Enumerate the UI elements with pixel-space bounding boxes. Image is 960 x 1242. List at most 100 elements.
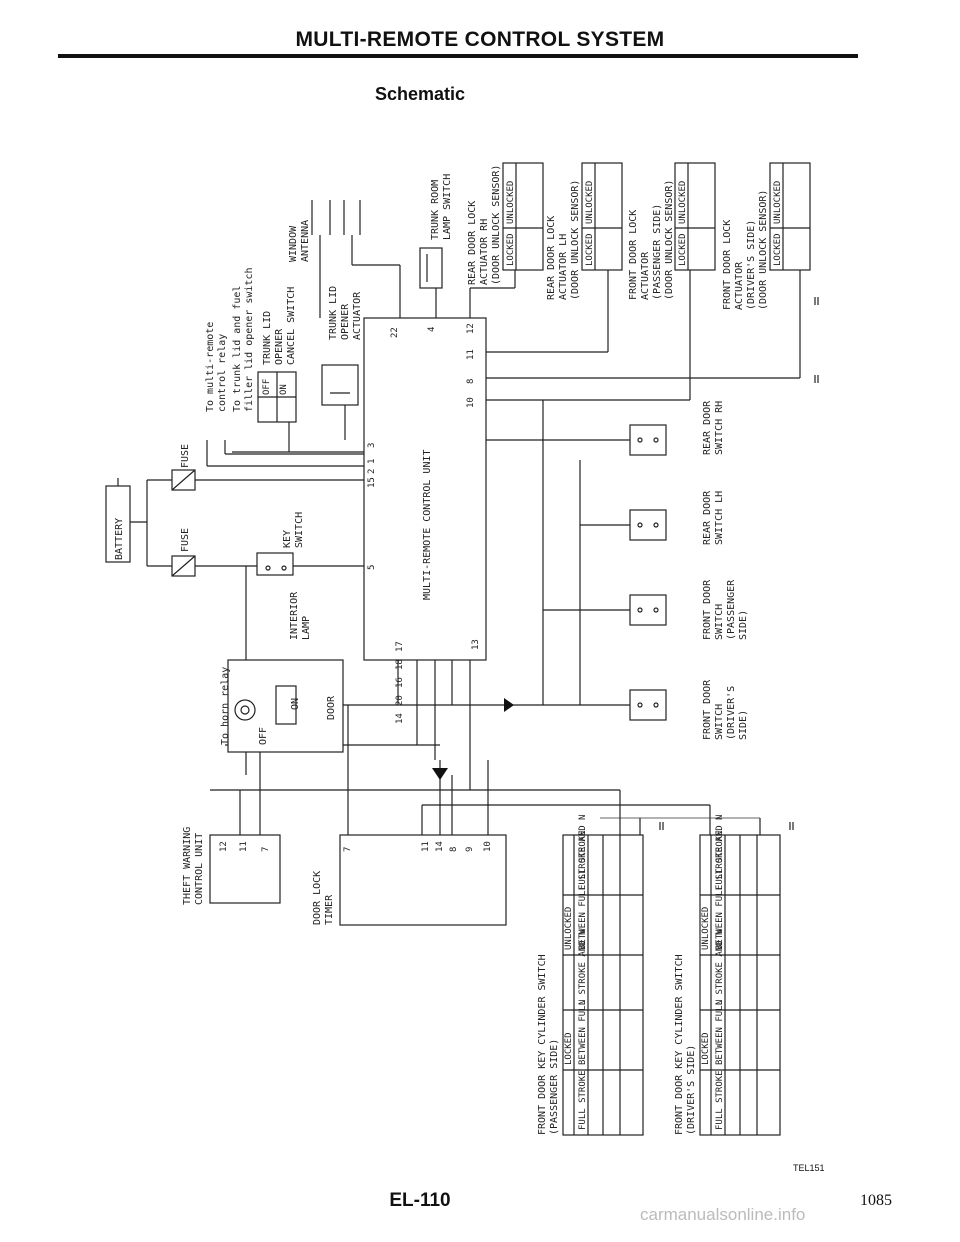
drv-cyl-locked: LOCKED <box>701 1032 711 1065</box>
drv-cylinder-switch-table <box>699 834 781 1136</box>
title-rule <box>58 54 858 58</box>
pass-cyl-col-2: BETWEEN FULL STROKE AND N <box>578 930 588 1065</box>
front-pass-unlocked: UNLOCKED <box>678 181 688 224</box>
front-drv-label-1: FRONT DOOR LOCK <box>722 220 733 310</box>
pin-14: 14 <box>395 713 405 724</box>
drv-cyl-col-3: N <box>715 1000 725 1005</box>
front-drv-actuator-sensor <box>769 162 811 271</box>
antenna-label-2: ANTENNA <box>300 220 311 262</box>
pass-cyl-col-1: FULL STROKE <box>578 1070 588 1130</box>
drv-cyl-label-1: FRONT DOOR KEY CYLINDER SWITCH <box>674 954 685 1135</box>
timer-pin-14: 14 <box>435 841 445 852</box>
timer-pin-7: 7 <box>343 847 353 852</box>
rear-lh-switch-label-1: REAR DOOR <box>702 490 713 545</box>
pin-16: 16 <box>395 677 405 688</box>
control-unit-label: MULTI-REMOTE CONTROL UNIT <box>422 449 433 600</box>
actuator-label-2: OPENER <box>340 303 351 340</box>
timer-label-2: TIMER <box>324 894 335 925</box>
timer-pin-8: 8 <box>449 847 459 852</box>
drv-cyl-unlocked: UNLOCKED <box>701 907 711 950</box>
drv-cyl-col-5: FULL STROKE <box>715 830 725 890</box>
diode-2 <box>432 768 448 780</box>
rear-lh-label-2: ACTUATOR LH <box>558 234 569 300</box>
cancel-on-label: ON <box>279 384 289 395</box>
rear-lh-locked: LOCKED <box>585 233 595 266</box>
door-lock-timer <box>339 834 507 926</box>
pin-1: 1 <box>367 459 377 464</box>
front-pass-locked: LOCKED <box>678 233 688 266</box>
rear-lh-label-1: REAR DOOR LOCK <box>546 216 557 300</box>
front-drv-switch-label-4: SIDE) <box>738 710 749 740</box>
antenna-label-1: WINDOW <box>288 225 299 262</box>
timer-label-1: DOOR LOCK <box>312 871 323 925</box>
front-drv-label-4: (DOOR UNLOCK SENSOR) <box>758 190 769 310</box>
pin-11: 11 <box>466 349 476 360</box>
pass-cyl-label-2: (PASSENGER SIDE) <box>549 1039 560 1135</box>
pass-cyl-locked: LOCKED <box>564 1032 574 1065</box>
fuse1-label: FUSE <box>180 444 191 468</box>
battery <box>105 485 131 563</box>
pin-10: 10 <box>466 397 476 408</box>
key-switch <box>256 552 294 576</box>
rear-rh-unlocked: UNLOCKED <box>506 181 516 224</box>
figure-code: TEL151 <box>793 1163 825 1173</box>
lamp-off-label: OFF <box>258 727 269 745</box>
front-pass-label-2: ACTUATOR <box>640 251 651 300</box>
rear-rh-switch-label-1: REAR DOOR <box>702 400 713 455</box>
pin-22: 22 <box>390 327 400 338</box>
fuel-switch-label-2: filler lid opener switch <box>244 268 255 413</box>
pin-13: 13 <box>471 639 481 650</box>
rear-rh-label-1: REAR DOOR LOCK <box>467 201 478 285</box>
trunk-room-lamp-switch <box>419 247 443 289</box>
front-pass-label-1: FRONT DOOR LOCK <box>628 210 639 300</box>
pass-cyl-col-4: BETWEEN FULL STROKE AND N <box>578 815 588 950</box>
theft-pin-11: 11 <box>239 841 249 852</box>
front-drv-switch-label-2: SWITCH <box>714 704 725 740</box>
cancel-off-label: OFF <box>262 379 272 395</box>
front-pass-label-3: (PASSENGER SIDE) <box>652 204 663 300</box>
front-drv-switch-label-3: (DRIVER'S <box>726 686 737 740</box>
fuse2-label: FUSE <box>180 528 191 552</box>
timer-pin-11: 11 <box>421 841 431 852</box>
timer-pin-10: 10 <box>483 841 493 852</box>
interior-lamp <box>227 659 344 753</box>
watermark: carmanualsonline.info <box>640 1205 806 1224</box>
actuator-label-3: ACTUATOR <box>352 291 363 340</box>
pass-cyl-col-3: N <box>578 1000 588 1005</box>
trunk-room-label-2: LAMP SWITCH <box>442 174 453 240</box>
rear-lh-label-3: (DOOR UNLOCK SENSOR) <box>570 180 581 300</box>
fuse-2 <box>171 555 196 577</box>
battery-label: BATTERY <box>114 518 125 560</box>
fuse-1 <box>171 469 196 491</box>
front-drv-unlocked: UNLOCKED <box>773 181 783 224</box>
rear-rh-label-3: (DOOR UNLOCK SENSOR) <box>491 165 502 285</box>
trunk-opener-actuator <box>321 364 359 406</box>
pin-18: 18 <box>395 659 405 670</box>
timer-pin-9: 9 <box>465 847 475 852</box>
cancel-switch-label-1: TRUNK LID <box>262 311 273 365</box>
drv-cyl-label-2: (DRIVER'S SIDE) <box>686 1045 697 1135</box>
drv-cyl-col-1: FULL STROKE <box>715 1070 725 1130</box>
cancel-switch-label-2: OPENER <box>274 328 285 365</box>
pin-3: 3 <box>367 443 377 448</box>
control-unit <box>363 317 487 661</box>
pass-cyl-label-1: FRONT DOOR KEY CYLINDER SWITCH <box>537 954 548 1135</box>
pin-2: 2 <box>367 469 377 474</box>
front-pass-label-4: (DOOR UNLOCK SENSOR) <box>664 180 675 300</box>
rear-rh-switch-label-2: SWITCH RH <box>714 401 725 455</box>
interior-lamp-label-2: LAMP <box>301 616 312 640</box>
key-switch-label-2: SWITCH <box>294 512 305 548</box>
rear-rh-label-2: ACTUATOR RH <box>479 219 490 285</box>
fuel-switch-label-1: To trunk lid and fuel <box>232 286 243 412</box>
drv-cyl-col-2: BETWEEN FULL STROKE AND N <box>715 930 725 1065</box>
interior-lamp-label-1: INTERIOR <box>289 591 300 640</box>
lamp-on-label: ON <box>290 698 301 710</box>
pin-17: 17 <box>395 641 405 652</box>
front-door-switch-drv <box>629 689 667 721</box>
front-drv-locked: LOCKED <box>773 233 783 266</box>
pin-15: 15 <box>367 477 377 488</box>
multi-relay-label-2: control relay <box>217 334 228 412</box>
rear-door-switch-lh <box>629 509 667 541</box>
page-title: MULTI-REMOTE CONTROL SYSTEM <box>295 28 665 51</box>
